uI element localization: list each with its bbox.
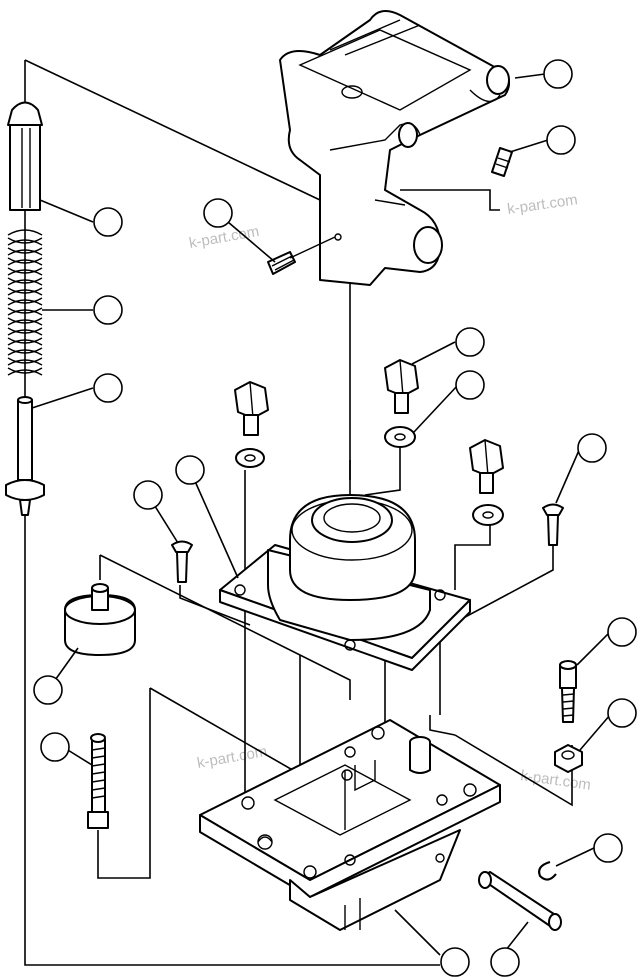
plunger-body bbox=[9, 124, 41, 211]
alignment-lines bbox=[24, 59, 573, 966]
callout-leaders bbox=[31, 73, 611, 956]
washer-middle bbox=[384, 426, 416, 448]
set-screw-right bbox=[491, 147, 513, 177]
callout-3 bbox=[203, 198, 233, 228]
coil-spring bbox=[7, 229, 43, 376]
callout-7 bbox=[455, 327, 485, 357]
rod-collar bbox=[5, 479, 45, 501]
callout-14 bbox=[607, 617, 637, 647]
plunger-tip bbox=[7, 101, 43, 126]
watermark-top-right: k-part.com bbox=[506, 191, 579, 218]
callout-4 bbox=[93, 207, 123, 237]
callout-balloons bbox=[33, 59, 637, 977]
push-rod bbox=[17, 399, 33, 481]
callout-10 bbox=[175, 455, 205, 485]
callout-9 bbox=[577, 433, 607, 463]
callout-2 bbox=[546, 125, 576, 155]
callout-18 bbox=[490, 947, 520, 977]
hex-bolt-middle bbox=[384, 359, 419, 448]
callout-17 bbox=[440, 947, 470, 977]
callout-15 bbox=[607, 698, 637, 728]
valve-body bbox=[199, 719, 501, 931]
lever-bracket bbox=[279, 10, 510, 286]
callout-6 bbox=[93, 373, 123, 403]
callout-8 bbox=[455, 370, 485, 400]
callout-5 bbox=[93, 295, 123, 325]
hex-bolt-left bbox=[234, 381, 269, 468]
screw-left bbox=[171, 540, 193, 583]
pivot-pin bbox=[478, 871, 562, 931]
cap-screw-right bbox=[559, 660, 577, 723]
e-clip bbox=[538, 860, 557, 881]
callout-11 bbox=[133, 480, 163, 510]
set-screw-left bbox=[267, 236, 336, 275]
watermark-bottom-left: k-part.com bbox=[196, 743, 269, 772]
washer-left bbox=[235, 448, 265, 468]
plunger-assembly bbox=[5, 101, 45, 516]
bracket-boss-right bbox=[486, 65, 510, 95]
long-bolt-left bbox=[87, 733, 109, 829]
callout-13 bbox=[40, 732, 70, 762]
hex-bolt-right bbox=[469, 439, 504, 526]
hex-nut-right bbox=[554, 744, 583, 773]
bracket-boss-left bbox=[398, 122, 418, 148]
callout-12 bbox=[33, 675, 63, 705]
cap-knob bbox=[64, 583, 136, 656]
washer-right bbox=[472, 504, 504, 526]
callout-16 bbox=[593, 833, 623, 863]
screw-right bbox=[542, 503, 564, 546]
bracket-pivot-hole bbox=[413, 226, 443, 264]
rubber-boot bbox=[267, 494, 431, 641]
callout-1 bbox=[543, 59, 573, 89]
watermark-top-left: k-part.com bbox=[188, 223, 261, 252]
